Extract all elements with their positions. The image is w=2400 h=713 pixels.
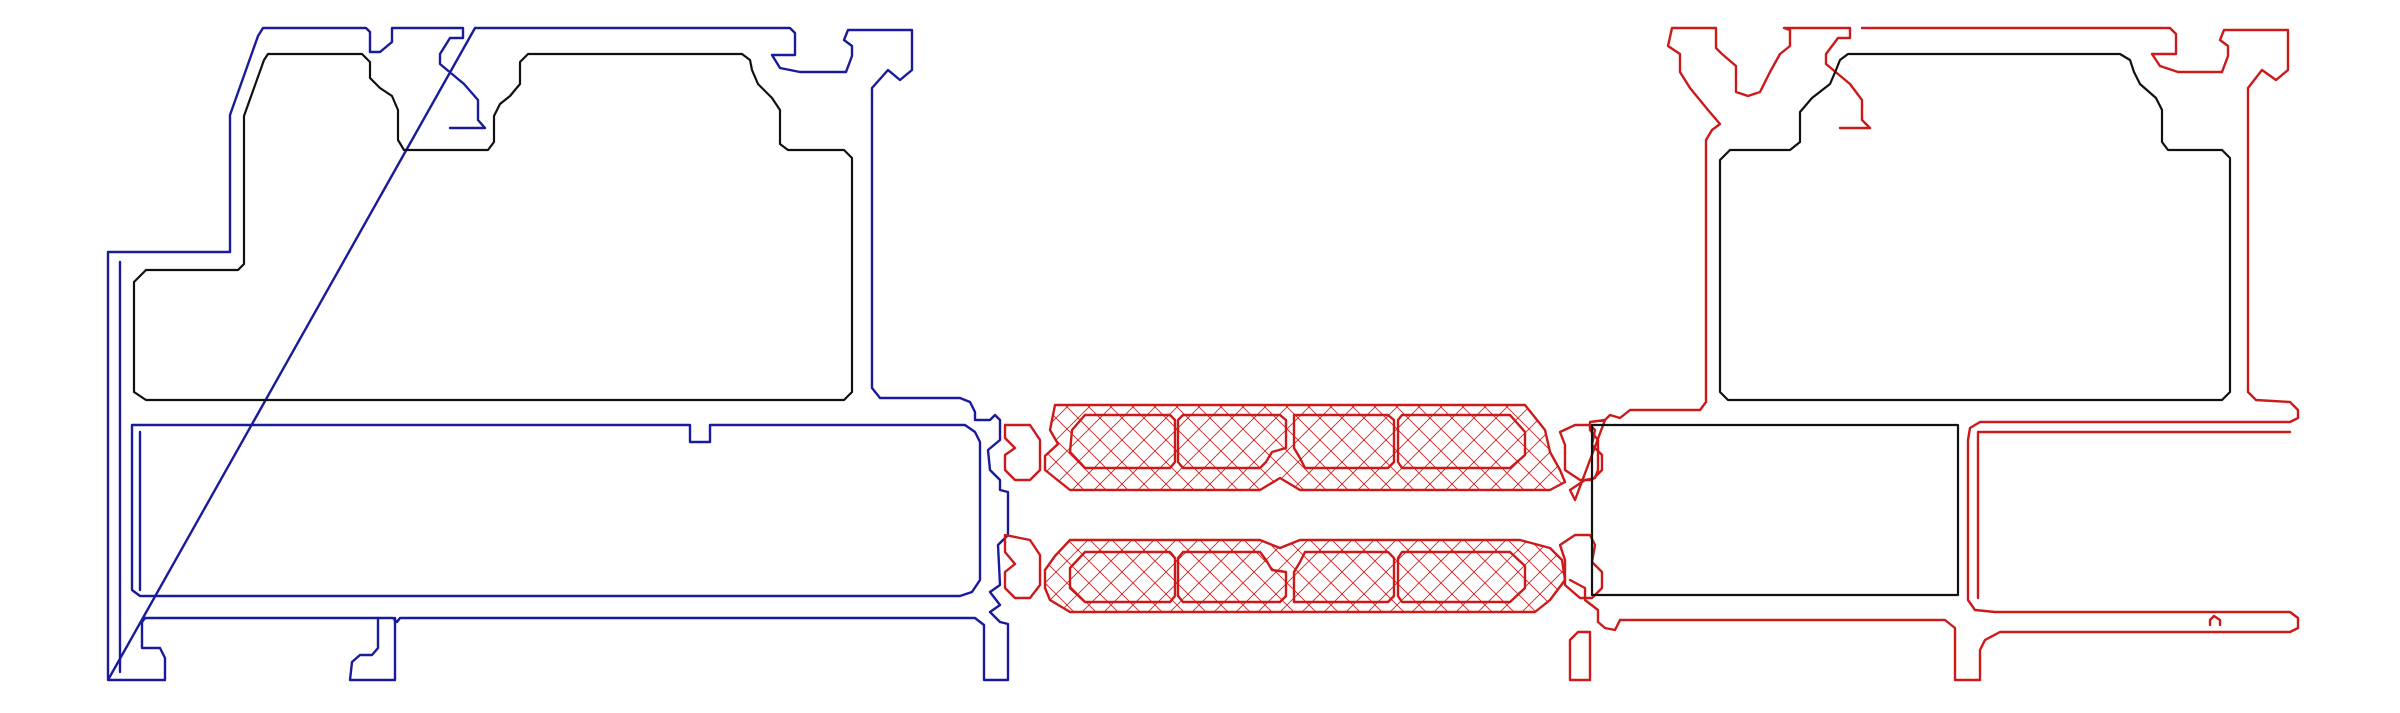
outer-frame-contour <box>106 26 1010 682</box>
thermal-break-strip-top <box>1003 403 1604 492</box>
inner-frame-upper-cavity-outline <box>1718 52 2232 402</box>
outer-frame-upper-cavity-outline <box>132 52 854 402</box>
thermal-break-strip-top-pocket-3 <box>1292 413 1396 470</box>
thermal-break-strip-bottom <box>1003 533 1604 614</box>
thermal-break-strip-top-right-key <box>1558 423 1604 482</box>
thermal-break-strip-top-pocket-2 <box>1176 413 1288 470</box>
thermal-break-strip-top-left-key <box>1003 423 1042 482</box>
inner-frame-contour <box>1568 26 2300 682</box>
outer-frame-bottom-foot <box>348 616 397 682</box>
inner-frame-right-chamber <box>1976 430 2292 600</box>
inner-frame-bottom-right-lip <box>2208 614 2222 627</box>
inner-frame-lower-chamber <box>1590 423 1960 597</box>
outer-frame-lower-chamber <box>130 423 982 598</box>
thermal-break-strip-top-outline <box>1043 403 1567 492</box>
inner-frame-upper-cavity <box>1718 52 2232 402</box>
outer-frame-profile <box>106 26 1010 682</box>
thermal-break-strip-top-pocket-4 <box>1396 413 1527 470</box>
thermal-break-strip-top-pocket-1 <box>1068 413 1177 470</box>
thermal-break-strip-bottom-pocket-1 <box>1068 550 1177 604</box>
thermal-break-strip-bottom-left-key <box>1003 533 1042 600</box>
inner-frame-profile <box>1568 26 2300 682</box>
thermal-break-strip-bottom-pocket-2 <box>1176 550 1288 604</box>
thermal-break-strip-bottom-right-key <box>1558 533 1604 600</box>
thermal-break-strip-bottom-outline <box>1043 538 1567 614</box>
thermal-break-strip-bottom-pocket-4 <box>1396 550 1527 604</box>
outer-frame-upper-cavity <box>132 52 854 402</box>
thermal-break-strip-bottom-pocket-3 <box>1292 550 1396 604</box>
thermal-break-strip-top-fill <box>1045 405 1565 490</box>
inner-frame-bottom-left-leg <box>1568 630 1592 682</box>
